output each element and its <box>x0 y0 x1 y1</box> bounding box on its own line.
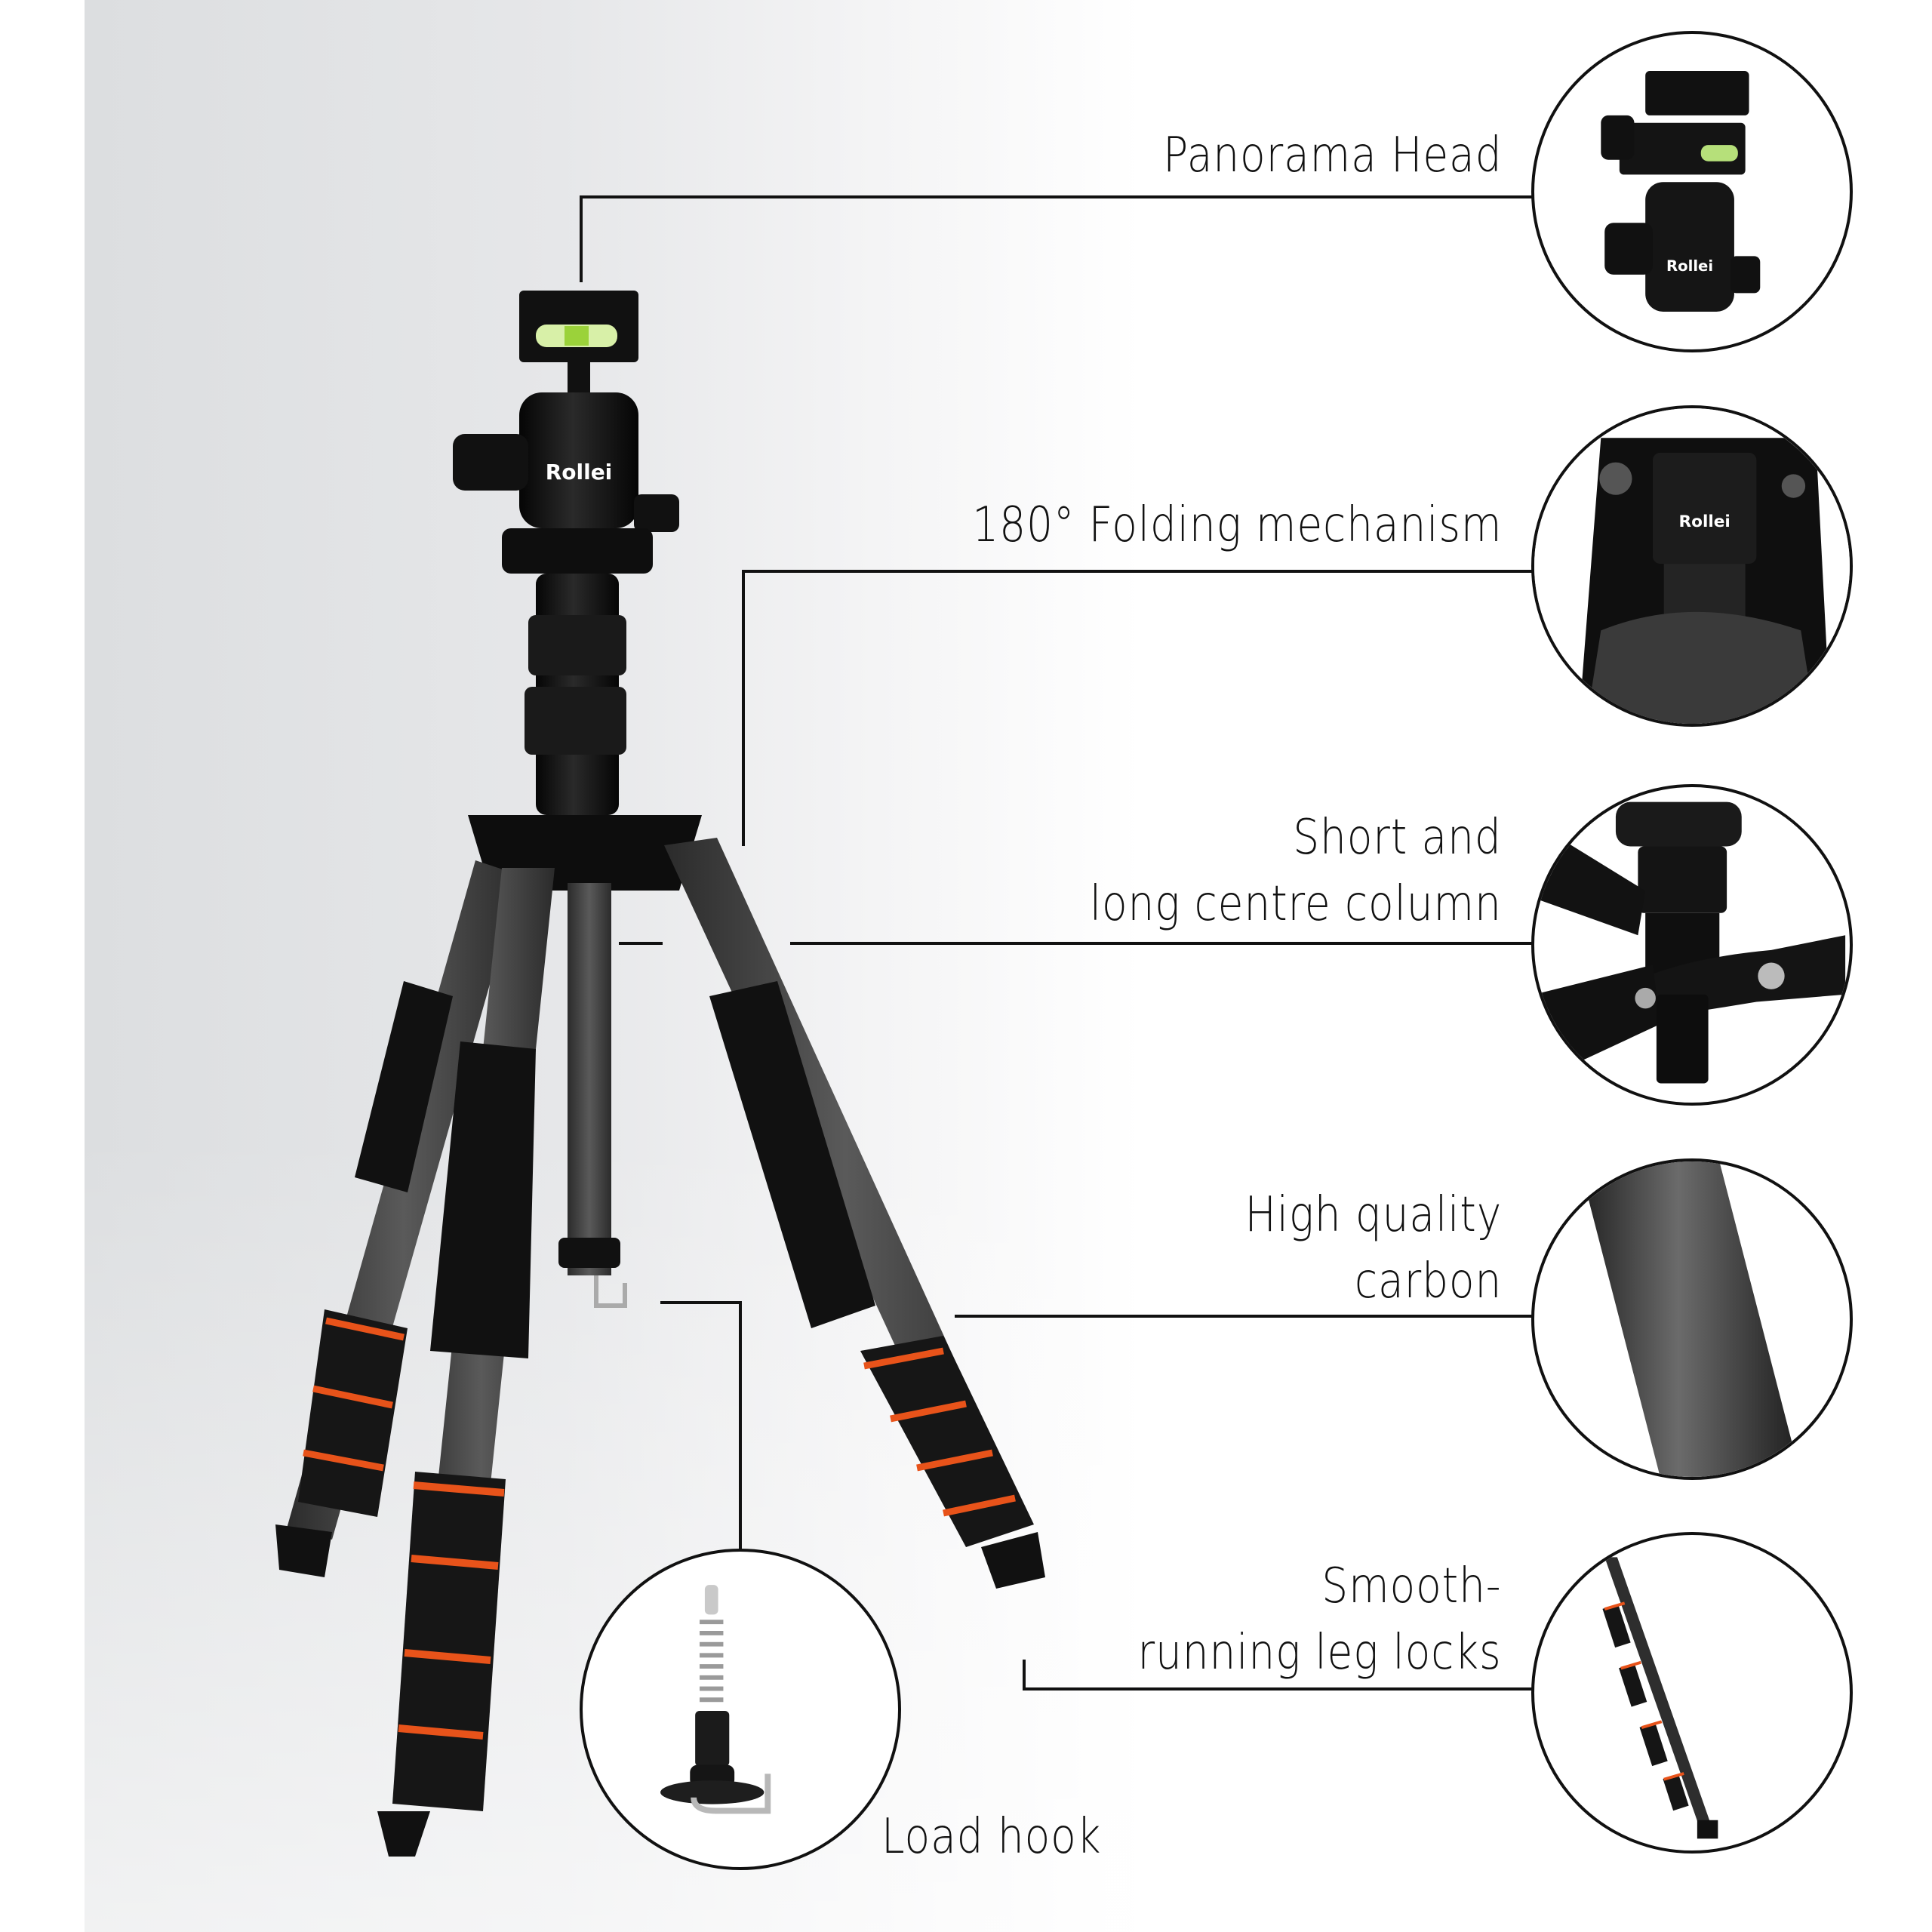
feature-label-leg-locks: Smooth- running leg locks <box>1138 1553 1502 1686</box>
svg-text:Rollei: Rollei <box>1679 512 1730 531</box>
label-line: carbon <box>1354 1254 1502 1309</box>
label-line: Load hook <box>881 1809 1102 1865</box>
legs-connector-h <box>1023 1687 1532 1690</box>
legs-connector-v <box>1023 1660 1026 1690</box>
column-connector-stub <box>619 942 663 945</box>
label-line: Panorama Head <box>1162 128 1502 183</box>
label-line: 180° Folding mechanism <box>971 497 1502 553</box>
folding-connector-v <box>742 570 745 846</box>
feature-label-folding: 180° Folding mechanism <box>972 492 1502 558</box>
detail-circle-carbon <box>1531 1158 1853 1480</box>
feature-label-load-hook: Load hook <box>881 1804 1101 1870</box>
label-line: long centre column <box>1090 876 1502 932</box>
panorama-connector-h <box>580 195 1532 198</box>
detail-circle-panorama-head: Rollei <box>1531 31 1853 352</box>
label-line: Short and <box>1293 810 1502 866</box>
detail-circle-folding: Rollei <box>1531 405 1853 727</box>
leg-hinge-icon: Rollei <box>1534 408 1850 724</box>
label-line: High quality <box>1244 1187 1502 1243</box>
leg-locks-icon <box>1602 1557 1718 1839</box>
centre-column-icon <box>1534 801 1846 1084</box>
feature-label-panorama-head: Panorama Head <box>1163 122 1502 189</box>
label-line: running leg locks <box>1137 1625 1502 1681</box>
feature-label-centre-column: Short and long centre column <box>1090 804 1502 937</box>
folding-connector-h <box>742 570 1532 573</box>
ball-head-icon: Rollei <box>1601 71 1761 312</box>
hook-connector-h <box>660 1301 742 1304</box>
detail-circle-leg-locks <box>1531 1532 1853 1854</box>
feature-label-carbon: High quality carbon <box>1244 1182 1502 1315</box>
hook-connector-v <box>739 1301 742 1550</box>
detail-circle-load-hook <box>580 1549 901 1870</box>
svg-text:Rollei: Rollei <box>546 460 613 485</box>
carbon-connector-h <box>955 1315 1532 1318</box>
svg-text:Rollei: Rollei <box>1666 257 1713 275</box>
load-hook-icon <box>660 1585 771 1814</box>
column-connector-h <box>790 942 1532 945</box>
label-line: Smooth- <box>1321 1558 1502 1614</box>
carbon-tube-icon <box>1578 1161 1801 1477</box>
panorama-connector-v <box>580 197 583 282</box>
detail-circle-centre-column <box>1531 784 1853 1106</box>
